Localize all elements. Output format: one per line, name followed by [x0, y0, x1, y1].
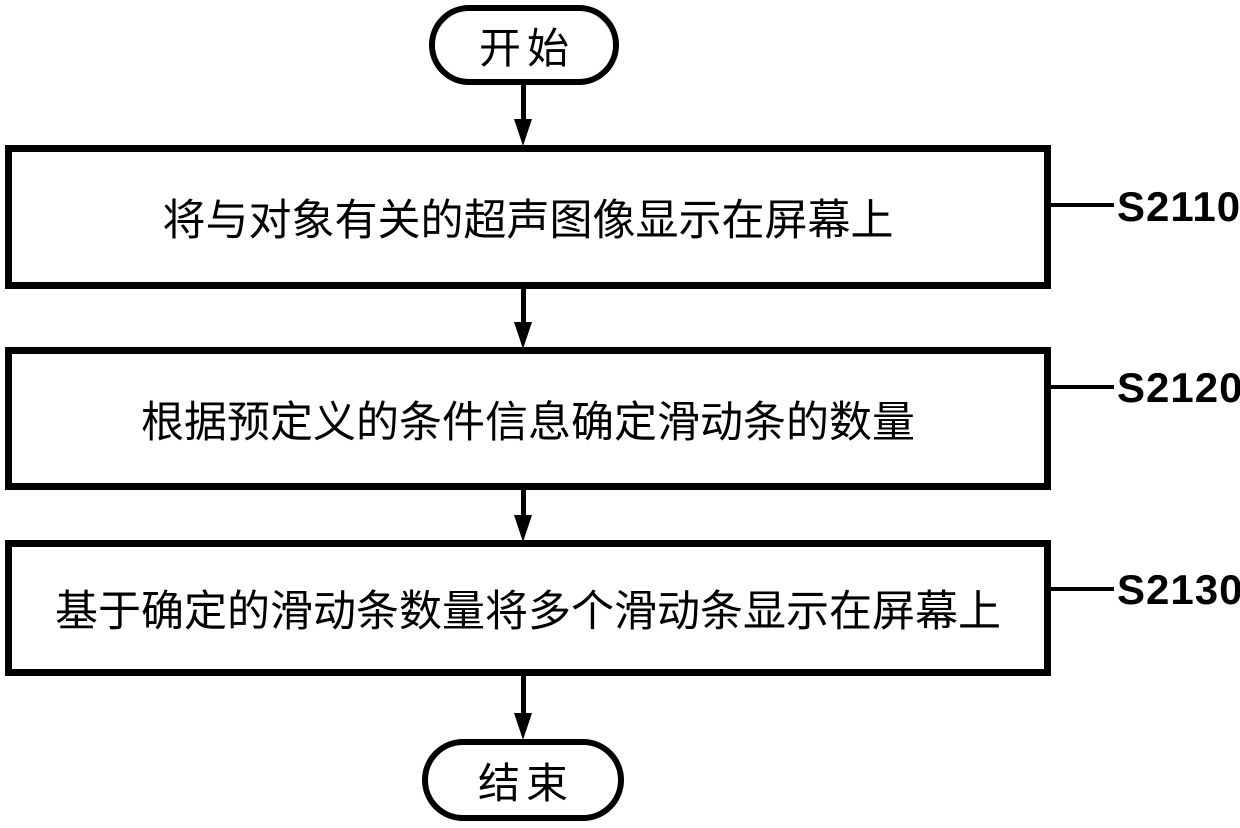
process-box-display-ultrasound: 将与对象有关的超声图像显示在屏幕上: [5, 145, 1051, 289]
leader-line-s2130: [1049, 587, 1114, 591]
process-box-text: 根据预定义的条件信息确定滑动条的数量: [141, 399, 915, 447]
arrow-head-icon: [514, 713, 532, 740]
process-box-text: 将与对象有关的超声图像显示在屏幕上: [162, 198, 894, 245]
leader-line-s2110: [1049, 203, 1114, 207]
process-box-text: 基于确定的滑动条数量将多个滑动条显示在屏幕上: [55, 589, 1001, 636]
step-label-s2110: S2110: [1117, 183, 1240, 230]
start-node: 开始: [429, 5, 619, 85]
step-label-s2120: S2120: [1117, 364, 1240, 411]
process-box-display-sliders: 基于确定的滑动条数量将多个滑动条显示在屏幕上: [5, 540, 1051, 676]
end-node: 结束: [422, 739, 624, 821]
arrow-shaft: [521, 489, 526, 521]
end-node-label: 结束: [477, 761, 574, 808]
process-box-determine-slider-count: 根据预定义的条件信息确定滑动条的数量: [5, 347, 1051, 490]
arrow-shaft: [521, 83, 526, 123]
step-label-s2130: S2130: [1117, 566, 1240, 613]
arrow-head-icon: [514, 322, 532, 349]
arrow-shaft: [521, 288, 526, 326]
arrow-head-icon: [514, 119, 532, 146]
start-node-label: 开始: [478, 26, 575, 73]
arrow-shaft: [521, 675, 526, 717]
arrow-head-icon: [514, 515, 532, 542]
leader-line-s2120: [1049, 385, 1114, 389]
